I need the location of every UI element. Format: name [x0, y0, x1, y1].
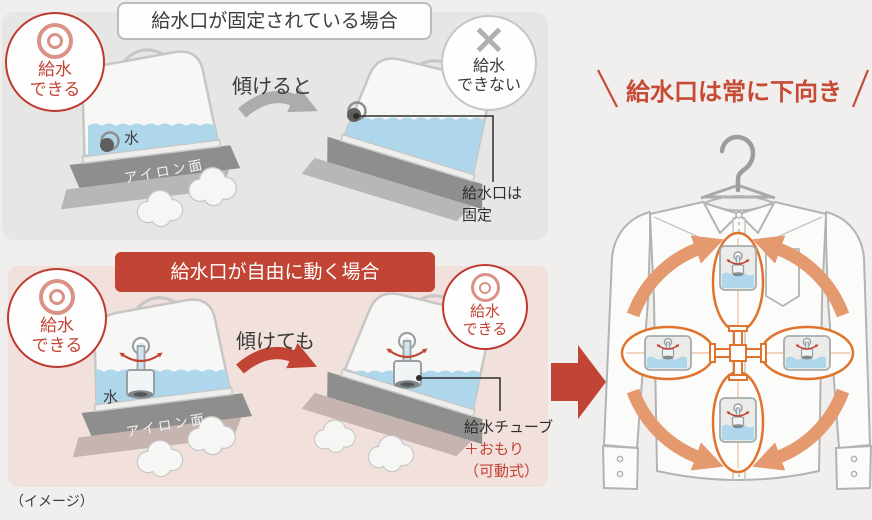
water-label: 水 — [124, 129, 140, 147]
badge-label: 給水 できる — [462, 302, 508, 338]
fixed-panel-title: 給水口が固定されている場合 — [117, 2, 432, 40]
shirt-cuff-right — [835, 445, 872, 490]
tilt-label-free: 傾けても — [236, 329, 315, 353]
shirt-sleeve-left — [603, 211, 651, 449]
can-supply-badge: 給水 できる — [442, 264, 528, 350]
hanger-hook-icon — [719, 134, 756, 193]
tube-note: 給水チューブ ＋おもり （可動式） — [464, 418, 554, 480]
chest-pocket — [765, 248, 800, 307]
double-circle-icon — [37, 23, 73, 59]
can-supply-badge: 給水 できる — [5, 12, 105, 112]
free-panel-title: 給水口が自由に動く場合 — [115, 252, 435, 292]
cuff-buttons — [616, 455, 858, 478]
pivot-connector — [709, 325, 767, 381]
badge-label: 給水 できる — [31, 316, 83, 357]
shirt-body — [649, 201, 827, 481]
fixed-port-note: 給水口は 固定 — [462, 184, 523, 224]
yoke-seams — [653, 216, 823, 243]
collar-flap-right — [738, 202, 775, 234]
axis-crosshair — [626, 238, 850, 468]
cross-icon: × — [471, 14, 507, 63]
tank-orientation-bottom — [720, 398, 756, 442]
collar-button — [735, 211, 743, 219]
image-caption: （イメージ） — [10, 494, 94, 510]
rotation-diagram — [620, 231, 855, 474]
collar-band — [703, 195, 775, 204]
badge-label: 給水 できる — [29, 60, 81, 101]
cannot-supply-badge: × 給水 できない — [441, 15, 537, 111]
shirt-illustration — [602, 134, 872, 490]
hanger-arms — [700, 184, 776, 200]
shirt-sleeve-right — [825, 211, 871, 449]
can-supply-badge: 給水 できる — [7, 268, 107, 368]
double-circle-icon — [39, 279, 75, 315]
badge-label: 給水 できない — [456, 56, 521, 94]
shirt-cuff-left — [602, 445, 639, 490]
placket-lines — [732, 217, 746, 481]
transition-arrow — [551, 345, 606, 419]
rotation-arrows — [626, 235, 850, 471]
orientation-ovals — [620, 231, 855, 474]
collar-flap-left — [703, 202, 740, 234]
tank-orientation-right — [784, 336, 830, 370]
right-section-title: 給水口は常に下向き — [626, 78, 842, 106]
tank-orientation-left — [645, 336, 691, 370]
double-circle-icon — [470, 273, 500, 302]
water-label: 水 — [103, 388, 119, 406]
tilt-label-fixed: 傾けると — [232, 74, 312, 98]
tank-orientation-top — [720, 246, 756, 290]
